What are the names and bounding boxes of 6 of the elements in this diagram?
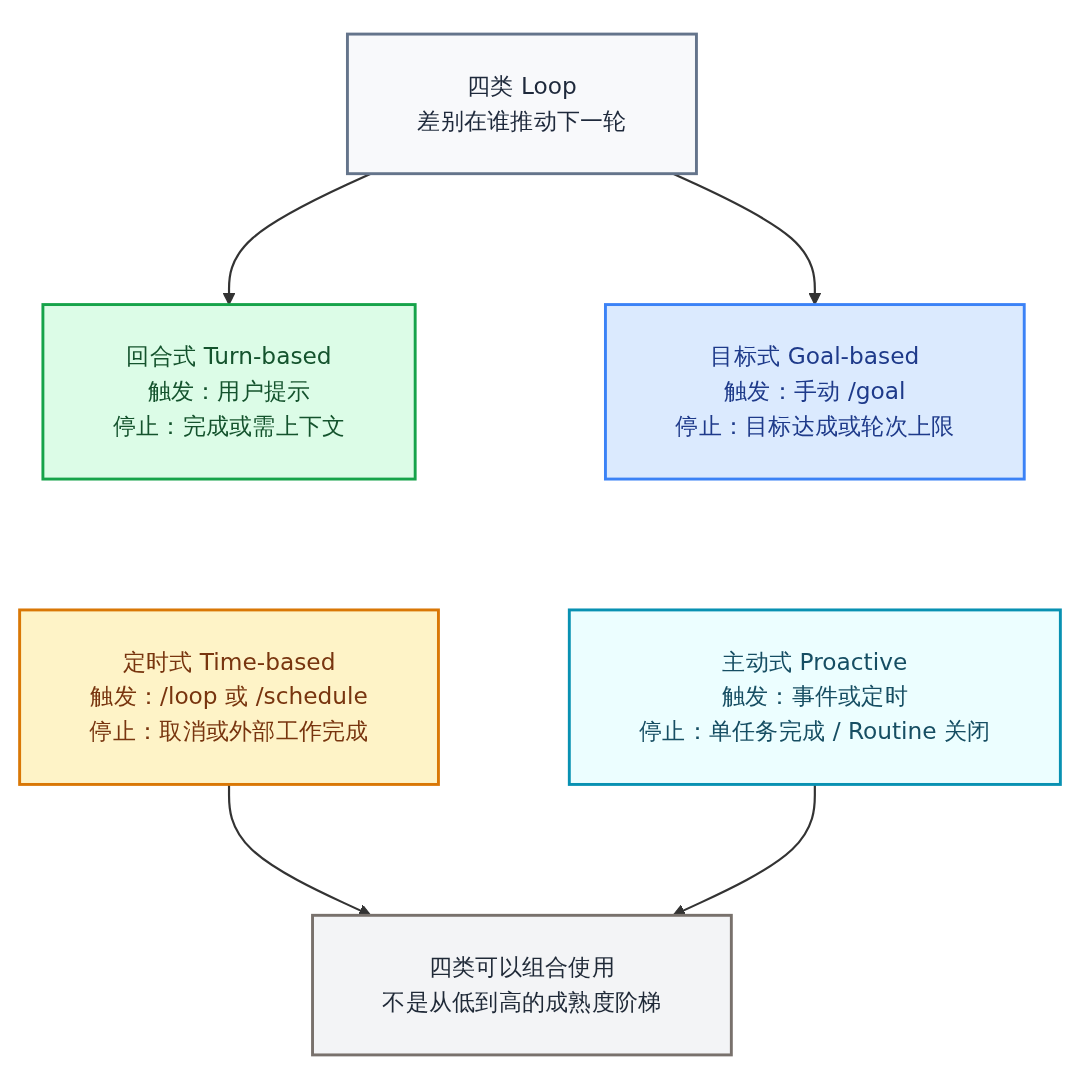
node-box: 主动式 Proactive 触发：事件或定时 停止：单任务完成 / Routine 关闭	[567, 608, 1062, 786]
node-box: 目标式 Goal-based 触发：手动 /goal 停止：目标达成或轮次上限	[604, 303, 1026, 481]
node-box: 四类 Loop 差别在谁推动下一轮	[346, 32, 698, 176]
node-box: 回合式 Turn-based 触发：用户提示 停止：完成或需上下文	[41, 303, 417, 481]
node-box: 定时式 Time-based 触发：/loop 或 /schedule 停止：取消或外部工作完成	[18, 608, 440, 786]
node-box: 四类可以组合使用 不是从低到高的成熟度阶梯	[311, 913, 733, 1057]
